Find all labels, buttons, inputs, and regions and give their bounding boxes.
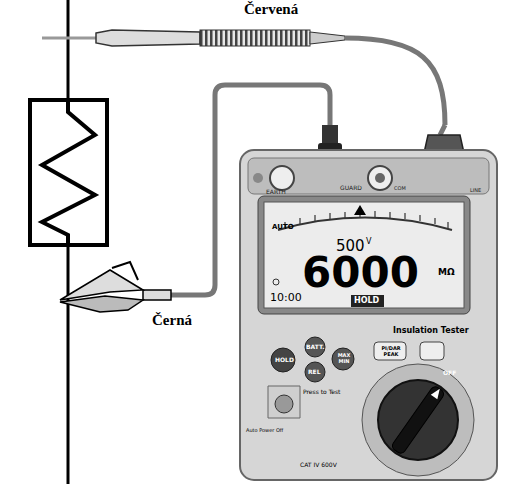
display-indicator: AUTO (272, 224, 294, 232)
dial-position: OFF (443, 370, 456, 377)
button-label: HOLD (275, 357, 294, 364)
display-unit: V (366, 238, 371, 247)
feature-label: Auto Power Off (246, 428, 283, 434)
button-label: PI/DAR PEAK (376, 346, 406, 357)
button-label: REL (308, 369, 321, 376)
display-indicator: HOLD (354, 297, 379, 306)
safety-rating: CAT IV 600V (300, 462, 337, 469)
terminal-label: LINE (470, 188, 481, 194)
button-label: MAX MIN (336, 353, 352, 364)
terminal-label: GUARD (340, 185, 362, 192)
display-clock: 10:00 (270, 292, 302, 304)
probe-label: Červená (244, 1, 298, 18)
display-unit: MΩ (438, 268, 455, 278)
display-reading: 6000 (302, 250, 419, 296)
button-label: BATT. (306, 344, 324, 351)
probe-label: Černá (152, 312, 192, 329)
button-label: Press to Test (303, 389, 340, 396)
terminal-label: COM (394, 186, 406, 192)
model-name: Insulation Tester (393, 327, 469, 336)
terminal-label: EARTH (266, 189, 286, 196)
